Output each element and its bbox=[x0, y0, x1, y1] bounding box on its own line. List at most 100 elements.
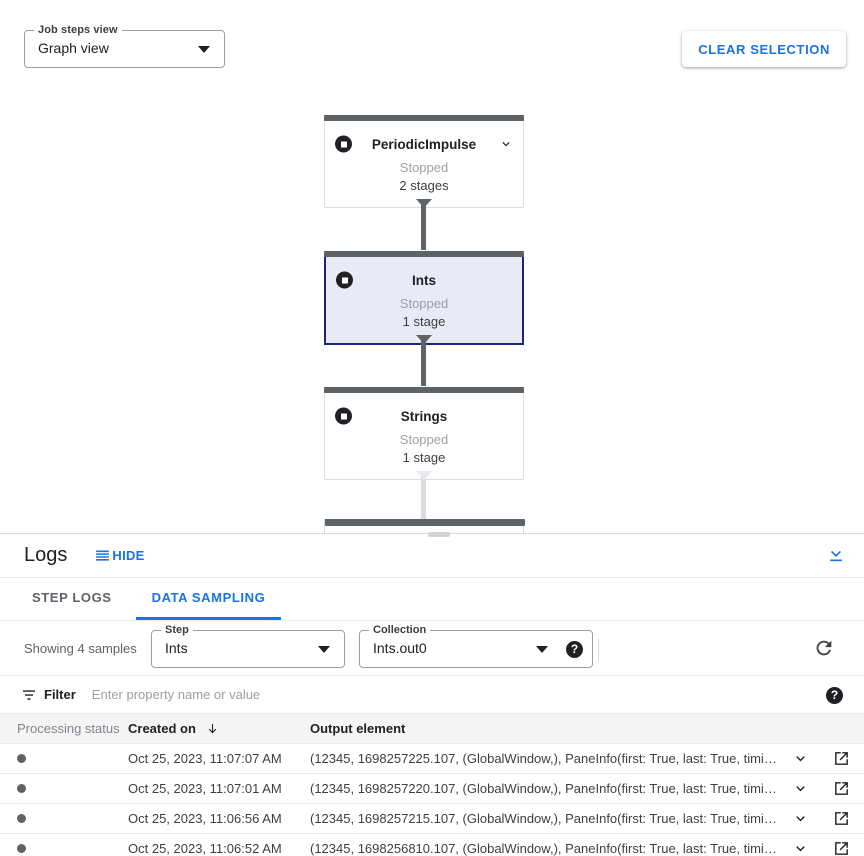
graph-node-ints[interactable]: Ints Stopped 1 stage bbox=[324, 251, 524, 345]
logs-header: Logs HIDE bbox=[0, 534, 864, 578]
collection-select-label: Collection bbox=[369, 624, 431, 636]
step-select-value: Ints bbox=[165, 640, 188, 656]
stop-icon bbox=[336, 271, 353, 289]
node-stages: 2 stages bbox=[399, 178, 449, 193]
table-row[interactable]: Oct 25, 2023, 11:07:01 AM (12345, 169825… bbox=[0, 774, 864, 804]
open-in-new-icon[interactable] bbox=[833, 840, 850, 856]
job-graph-pane: Job steps view Graph view CLEAR SELECTIO… bbox=[0, 0, 864, 533]
collection-select[interactable]: Collection Ints.out0 ? bbox=[359, 624, 593, 668]
cell-output-element: (12345, 1698257215.107, (GlobalWindow,),… bbox=[310, 811, 792, 826]
chevron-down-icon bbox=[536, 646, 548, 653]
cell-processing-status bbox=[0, 751, 128, 766]
refresh-icon[interactable] bbox=[813, 637, 835, 659]
node-stages: 1 stage bbox=[402, 314, 446, 329]
table-row[interactable]: Oct 25, 2023, 11:07:07 AM (12345, 169825… bbox=[0, 744, 864, 774]
node-status: Stopped bbox=[399, 296, 449, 311]
cell-processing-status bbox=[0, 811, 128, 826]
filter-input[interactable] bbox=[91, 687, 652, 702]
table-row[interactable]: Oct 25, 2023, 11:06:56 AM (12345, 169825… bbox=[0, 804, 864, 834]
filter-list-icon[interactable] bbox=[21, 687, 37, 703]
graph-node-periodicimpulse[interactable]: PeriodicImpulse Stopped 2 stages bbox=[324, 115, 524, 208]
samples-table: Processing status Created on Output elem… bbox=[0, 714, 864, 856]
chevron-down-icon[interactable] bbox=[792, 750, 809, 767]
arrow-down-icon bbox=[415, 199, 432, 208]
cell-actions bbox=[792, 810, 864, 827]
chevron-down-icon[interactable] bbox=[792, 810, 809, 827]
table-header-row: Processing status Created on Output elem… bbox=[0, 714, 864, 744]
logs-title: Logs bbox=[24, 544, 68, 566]
cell-created-on: Oct 25, 2023, 11:07:07 AM bbox=[128, 751, 282, 766]
status-dot-icon bbox=[17, 784, 26, 793]
menu-lines-icon bbox=[94, 547, 111, 564]
cell-created-on: Oct 25, 2023, 11:06:56 AM bbox=[128, 811, 282, 826]
chevron-down-icon bbox=[198, 46, 210, 53]
collapse-down-icon[interactable] bbox=[826, 547, 846, 567]
panel-resize-handle[interactable] bbox=[428, 532, 450, 537]
node-title: Strings bbox=[400, 408, 448, 424]
arrow-down-icon bbox=[415, 471, 432, 480]
node-status: Stopped bbox=[399, 160, 449, 175]
scrollbar-thumb[interactable] bbox=[325, 519, 525, 526]
node-status: Stopped bbox=[399, 432, 449, 447]
cell-output-element: (12345, 1698256810.107, (GlobalWindow,),… bbox=[310, 841, 792, 856]
cell-actions bbox=[792, 780, 864, 797]
clear-selection-button[interactable]: CLEAR SELECTION bbox=[682, 31, 846, 67]
chevron-down-icon bbox=[318, 646, 330, 653]
chevron-down-icon[interactable] bbox=[792, 780, 809, 797]
open-in-new-icon[interactable] bbox=[833, 750, 850, 767]
node-stages: 1 stage bbox=[402, 450, 446, 465]
job-steps-view-select[interactable]: Job steps view Graph view bbox=[24, 24, 225, 68]
column-header-created-on[interactable]: Created on bbox=[128, 721, 310, 736]
cell-created-on: Oct 25, 2023, 11:07:01 AM bbox=[128, 781, 282, 796]
graph-edge-2 bbox=[415, 335, 432, 386]
step-select-label: Step bbox=[161, 624, 193, 636]
logs-tabs: STEP LOGS DATA SAMPLING bbox=[0, 578, 864, 621]
status-dot-icon bbox=[17, 814, 26, 823]
help-icon[interactable]: ? bbox=[566, 641, 583, 658]
stop-icon bbox=[335, 135, 352, 153]
step-select[interactable]: Step Ints bbox=[151, 624, 345, 668]
arrow-down-icon bbox=[206, 722, 219, 736]
node-status-bar bbox=[324, 115, 524, 121]
status-dot-icon bbox=[17, 754, 26, 763]
chevron-down-icon[interactable] bbox=[792, 840, 809, 856]
cell-processing-status bbox=[0, 841, 128, 856]
cell-output-element: (12345, 1698257225.107, (GlobalWindow,),… bbox=[310, 751, 792, 766]
open-in-new-icon[interactable] bbox=[833, 780, 850, 797]
node-title: PeriodicImpulse bbox=[371, 136, 477, 152]
logs-panel: Logs HIDE STEP LOGS DATA SAMPLING bbox=[0, 532, 864, 856]
hide-logs-label: HIDE bbox=[112, 548, 145, 563]
job-steps-view-value: Graph view bbox=[38, 40, 109, 56]
filter-label: Filter bbox=[44, 687, 76, 702]
job-steps-view-label: Job steps view bbox=[34, 24, 122, 36]
collection-select-value: Ints.out0 bbox=[373, 640, 427, 656]
vertical-divider bbox=[598, 639, 599, 661]
column-header-created-on-label: Created on bbox=[128, 721, 196, 736]
node-title: Ints bbox=[411, 272, 436, 288]
column-header-output-element[interactable]: Output element bbox=[310, 721, 406, 736]
sampling-controls: Showing 4 samples Step Ints Collection I… bbox=[0, 621, 864, 676]
node-header: Strings bbox=[325, 401, 523, 431]
table-row[interactable]: Oct 25, 2023, 11:06:52 AM (12345, 169825… bbox=[0, 834, 864, 856]
column-header-processing-status[interactable]: Processing status bbox=[17, 721, 120, 736]
node-header: PeriodicImpulse bbox=[325, 129, 523, 159]
help-icon[interactable]: ? bbox=[826, 687, 843, 704]
cell-created-on: Oct 25, 2023, 11:06:52 AM bbox=[128, 841, 282, 856]
graph-node-strings[interactable]: Strings Stopped 1 stage bbox=[324, 387, 524, 480]
filter-row: Filter ? bbox=[0, 676, 864, 714]
node-header: Ints bbox=[326, 265, 522, 295]
status-dot-icon bbox=[17, 844, 26, 853]
stop-icon bbox=[335, 407, 352, 425]
graph-horizontal-scrollbar[interactable] bbox=[0, 519, 864, 527]
cell-output-element: (12345, 1698257220.107, (GlobalWindow,),… bbox=[310, 781, 792, 796]
tab-data-sampling[interactable]: DATA SAMPLING bbox=[135, 578, 282, 620]
cell-actions bbox=[792, 840, 864, 856]
hide-logs-button[interactable]: HIDE bbox=[94, 547, 144, 564]
arrow-down-icon bbox=[415, 335, 432, 344]
chevron-down-icon[interactable] bbox=[499, 137, 513, 151]
open-in-new-icon[interactable] bbox=[833, 810, 850, 827]
tab-step-logs[interactable]: STEP LOGS bbox=[16, 578, 128, 620]
node-status-bar bbox=[324, 387, 524, 393]
graph-edge-3 bbox=[415, 471, 432, 519]
